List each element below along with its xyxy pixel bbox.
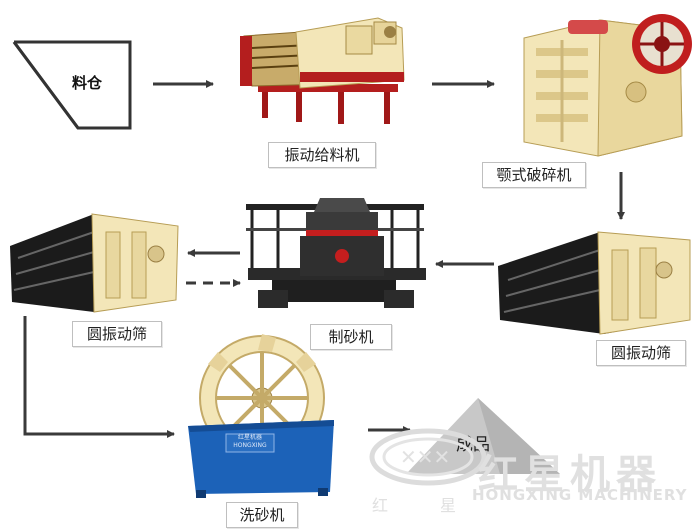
arrow-screen-to-washer [23, 316, 175, 438]
bin-label: 料仓 [72, 74, 103, 92]
sand-washer-label: 洗砂机 [226, 502, 298, 528]
watermark-brand: 红星机器 [478, 452, 662, 498]
screen-left-label: 圆振动筛 [72, 321, 162, 347]
washer-nameplate-line2: HONGXING [233, 442, 267, 449]
washer-nameplate-line1: 红星机器 [237, 434, 262, 441]
watermark-small-b: 星 [440, 496, 457, 515]
washer-nameplate: 红星机器 HONGXING [226, 434, 274, 452]
sand-maker-label: 制砂机 [310, 324, 392, 350]
screen-right-label: 圆振动筛 [596, 340, 686, 366]
jaw-crusher-label: 颚式破碎机 [482, 162, 586, 188]
feeder-label: 振动给料机 [268, 142, 376, 168]
svg-text:✕✕✕: ✕✕✕ [400, 445, 450, 469]
watermark-brand-en: HONGXING MACHINERY [472, 486, 688, 504]
watermark-small-a: 红 [372, 496, 389, 515]
